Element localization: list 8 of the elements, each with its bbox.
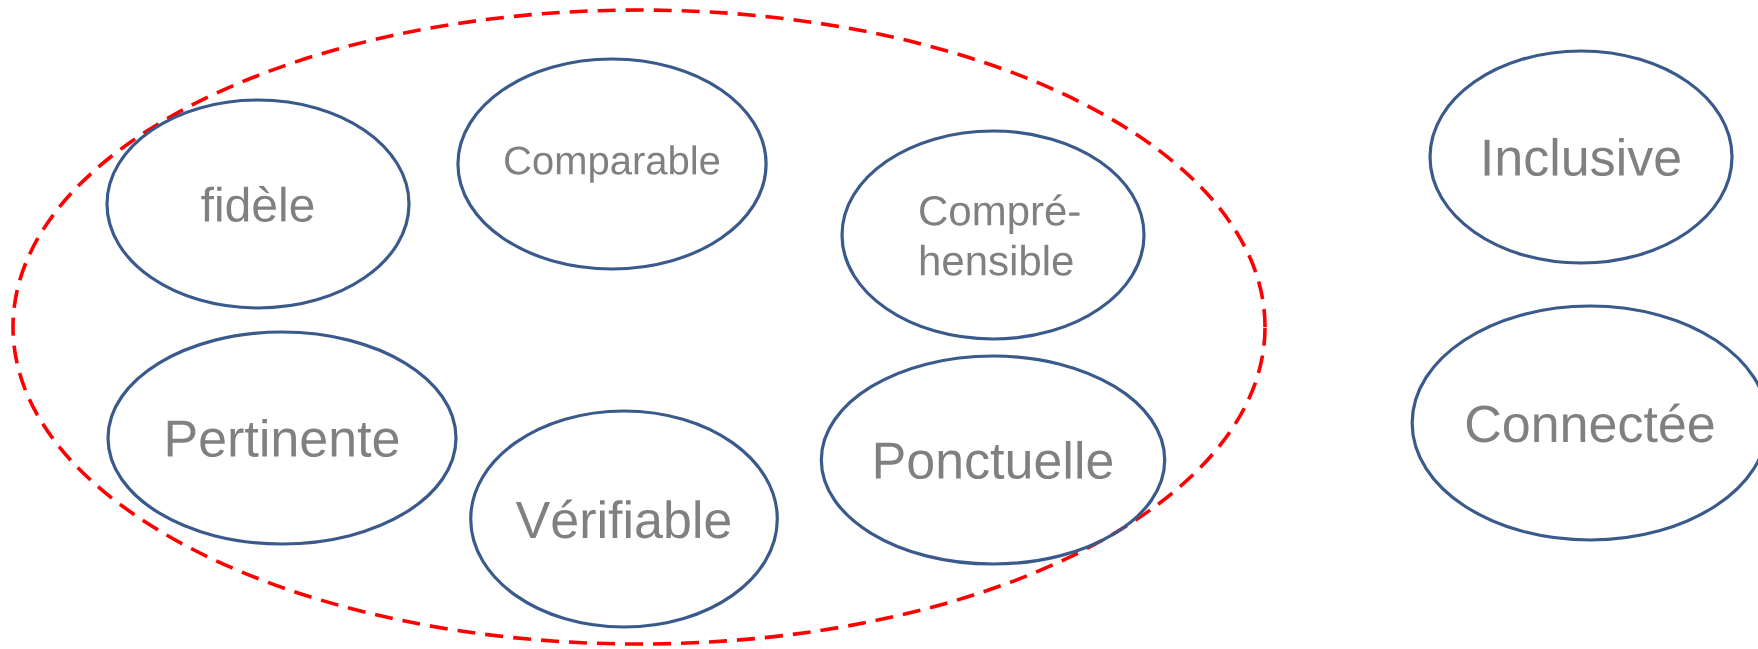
dashed-ellipse: [11, 8, 1267, 646]
ellipse-node: Vérifiable: [469, 409, 779, 629]
ellipse-node: fidèle: [105, 98, 411, 310]
ellipse-node: Ponctuelle: [819, 354, 1167, 566]
ellipse-node: Comparable: [456, 57, 768, 271]
ellipse-node: Compré- hensible: [840, 129, 1146, 341]
ellipse-node: Pertinente: [106, 330, 458, 546]
ellipse-node: Inclusive: [1428, 49, 1734, 265]
